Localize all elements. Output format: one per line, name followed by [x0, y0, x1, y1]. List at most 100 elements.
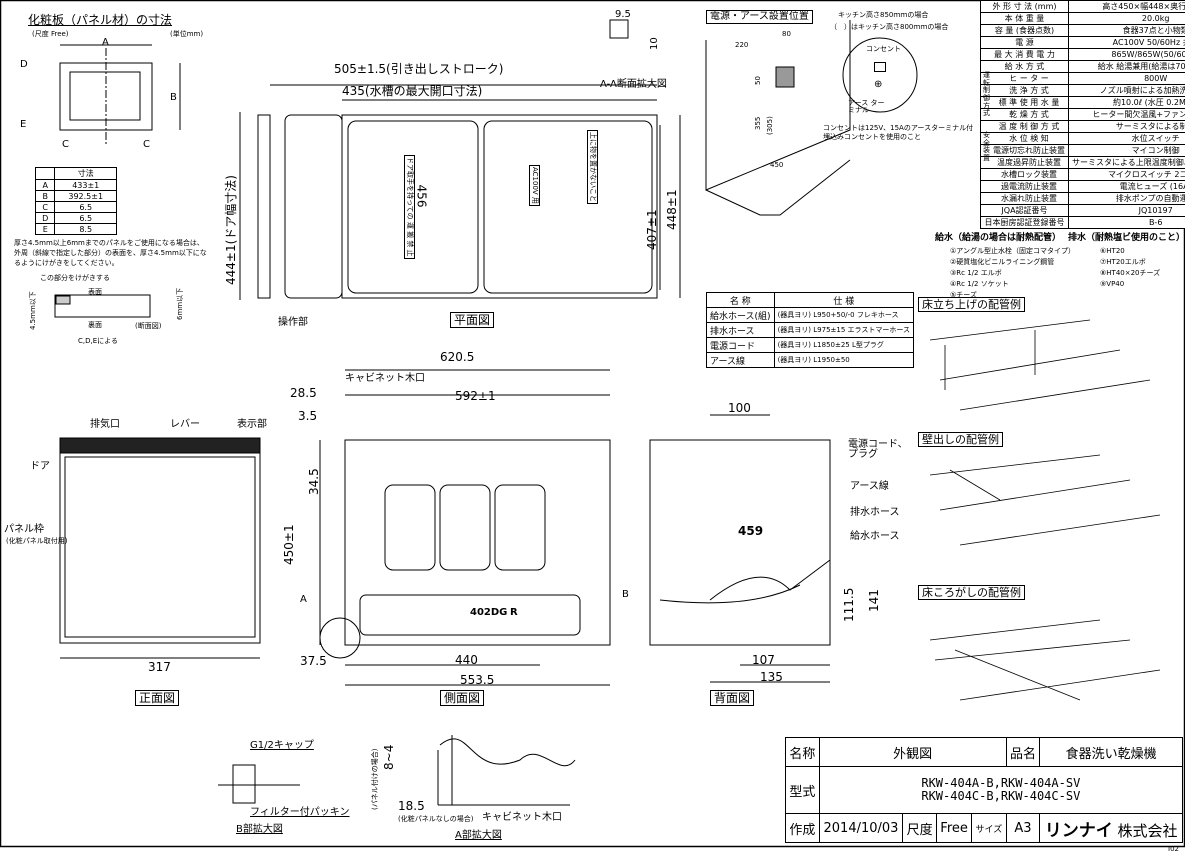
- b-cap-label: G1/2キャップ: [250, 740, 314, 751]
- doc-number: I02: [1168, 845, 1179, 853]
- dim-305: (305): [766, 116, 774, 135]
- hose-spec: (器具ヨリ) L975±15 エラストマーホース: [773, 322, 915, 338]
- spec-label: 温 度 制 御 方 式: [980, 120, 1069, 133]
- hose-row: 給水ホース(組)(器具ヨリ) L950+50/-0 フレキホース: [706, 307, 915, 323]
- spec-label: 温度過昇防止装置: [980, 156, 1069, 169]
- hose-spec: (器具ヨリ) L950+50/-0 フレキホース: [773, 307, 915, 323]
- b-mark: B: [622, 589, 629, 600]
- created-label: 作成: [785, 813, 820, 843]
- section-label: (断面図): [135, 322, 162, 330]
- dim-135: 135: [760, 670, 783, 684]
- spec-row: 外 形 寸 法 (mm)高さ450×幅448×奥行620.5: [980, 0, 1185, 13]
- b-packing-label: フィルター付パッキン: [250, 807, 350, 818]
- display-label: 表示部: [237, 419, 267, 430]
- hose-row: アース線(器具ヨリ) L1950±50: [706, 352, 915, 368]
- side-model: 402DG: [470, 607, 508, 618]
- power-note-2: （ ）はキッチン高さ800ｍｍの場合: [830, 23, 949, 31]
- piping-item: ⑧HT40×20チーズ: [1100, 269, 1161, 277]
- dim-9-5: 9.5: [615, 9, 631, 20]
- spec-label: 電源切忘れ防止装置: [980, 144, 1069, 157]
- panel-note-2: 外周（斜線で指定した部分）の表面を、厚さ4.5mm以下にな: [14, 249, 207, 257]
- company-suffix: 株式会社: [1117, 821, 1178, 840]
- outlet-label: コンセント: [866, 45, 901, 53]
- spec-label: 本 体 重 量: [980, 12, 1069, 25]
- spec-row: 洗 浄 方 式ノズル噴射による加熱洗浄方式: [980, 84, 1185, 97]
- height-dim: 450±1: [282, 524, 296, 565]
- outlet-spec-2: 埋込みコンセントを使用のこと: [823, 133, 921, 141]
- earth-terminal-label: アース ターミナル: [848, 99, 885, 114]
- piping-item: ⑦HT20エルボ: [1100, 258, 1146, 266]
- spec-value: 排水ポンプの自動運転: [1067, 192, 1185, 205]
- spec-value: 約10.0ℓ (水圧 0.2MPa): [1067, 96, 1185, 109]
- spec-value: 電流ヒューズ (16A): [1067, 180, 1185, 193]
- outlet-icon: [874, 62, 886, 72]
- model-label: 型式: [785, 766, 820, 814]
- hose-name: 給水ホース(組): [706, 307, 775, 323]
- hose-row: 排水ホース(器具ヨリ) L975±15 エラストマーホース: [706, 322, 915, 338]
- spec-row: 給 水 方 式給水 給湯兼用(給湯は70℃以下): [980, 60, 1185, 73]
- dim-10: 10: [649, 37, 660, 50]
- sticker-no-place: 上に物を置かないこと: [587, 130, 598, 204]
- piping-item: ⑨VP40: [1100, 280, 1125, 288]
- spec-label: 水槽ロック装置: [980, 168, 1069, 181]
- a-panel-note: (パネル付けの場合): [371, 748, 379, 810]
- dim-34-5: 34.5: [307, 468, 321, 495]
- table-header: 寸法: [54, 167, 117, 180]
- a-detail-title: A部拡大図: [455, 830, 502, 841]
- drawing-name: 外観図: [818, 737, 1007, 767]
- cell: 6.5: [54, 212, 117, 224]
- back-model-mark: 459: [738, 524, 764, 538]
- spec-row: 水 位 検 知水位スイッチ: [980, 132, 1185, 145]
- dim-111-5: 111.5: [842, 587, 856, 622]
- panel-scale: (尺度 Free): [32, 30, 69, 38]
- panel-unit: (単位mm): [170, 30, 204, 38]
- spec-value: ヒーター間欠温風+ファン強制排気: [1067, 108, 1185, 121]
- hose-table: 名 称仕 様給水ホース(組)(器具ヨリ) L950+50/-0 フレキホース排水…: [706, 292, 915, 368]
- dim-28-5: 28.5: [290, 386, 317, 400]
- spec-value: JQ10197: [1067, 204, 1185, 217]
- piping-example-floor-up: 床立ち上げの配管例: [918, 297, 1025, 312]
- dim-440: 440: [455, 653, 478, 667]
- dim-407: 407±1: [645, 209, 659, 250]
- cell: C: [34, 201, 56, 213]
- dim-553-5: 553.5: [460, 673, 495, 687]
- power-position-title: 電源・アース設置位置: [706, 10, 813, 24]
- dim-107: 107: [752, 653, 775, 667]
- panel-note-3: るようにけがきをしてください。: [14, 259, 119, 267]
- panel-title: 化粧板（パネル材）の寸法: [28, 13, 173, 27]
- spec-label: 最 大 消 費 電 力: [980, 48, 1069, 61]
- spec-label: 電 源: [980, 36, 1069, 49]
- back-view-label: 背面図: [710, 690, 755, 706]
- cell: 8.5: [54, 223, 117, 235]
- sticker-no-carry: ドア取手を持っての 運 搬 禁 止: [404, 155, 415, 259]
- hose-row: 電源コード(器具ヨリ) L1850±25 L型プラグ: [706, 337, 915, 353]
- spec-label: 外 形 寸 法 (mm): [980, 0, 1069, 13]
- title-block: 名称 外観図 品名 食器洗い乾燥機 型式 RKW-404A-B,RKW-404A…: [785, 737, 1184, 843]
- side-view-label: 側面図: [440, 690, 485, 706]
- dim-450: 450: [770, 161, 784, 169]
- drain-list: ⑥HT20 ⑦HT20エルボ ⑧HT40×20チーズ ⑨VP40: [1100, 246, 1160, 290]
- spec-value: サーミスタによる上限温度制御、温度ヒューズ: [1067, 156, 1185, 169]
- spec-label: 過電流防止装置: [980, 180, 1069, 193]
- piping-item: ③Rc 1/2 エルボ: [950, 269, 1002, 277]
- power-cord-label: 電源コード、プラグ: [848, 439, 908, 460]
- spec-value: 給水 給湯兼用(給湯は70℃以下): [1067, 60, 1185, 73]
- piping-item: ⑥HT20: [1100, 247, 1125, 255]
- aa-section-title: A-A断面拡大図: [600, 79, 667, 90]
- piping-item: ④Rc 1/2 ソケット: [950, 280, 1009, 288]
- dim-80: 80: [782, 30, 791, 38]
- drain-title: 排水（耐熱塩ビ使用のこと）: [1068, 233, 1185, 243]
- panel-frame-label: パネル枠: [4, 524, 44, 535]
- cell: D: [34, 212, 56, 224]
- a-dim-18-5: 18.5: [398, 799, 425, 813]
- panel-frame-note: (化粧パネル取付用): [6, 537, 68, 545]
- a-no-panel: (化粧パネルなしの場合): [398, 815, 474, 823]
- spec-label: 日本厨房認証登録番号: [980, 216, 1069, 229]
- spec-value: B-6: [1067, 216, 1185, 229]
- piping-item: ⑤チーズ: [950, 291, 977, 299]
